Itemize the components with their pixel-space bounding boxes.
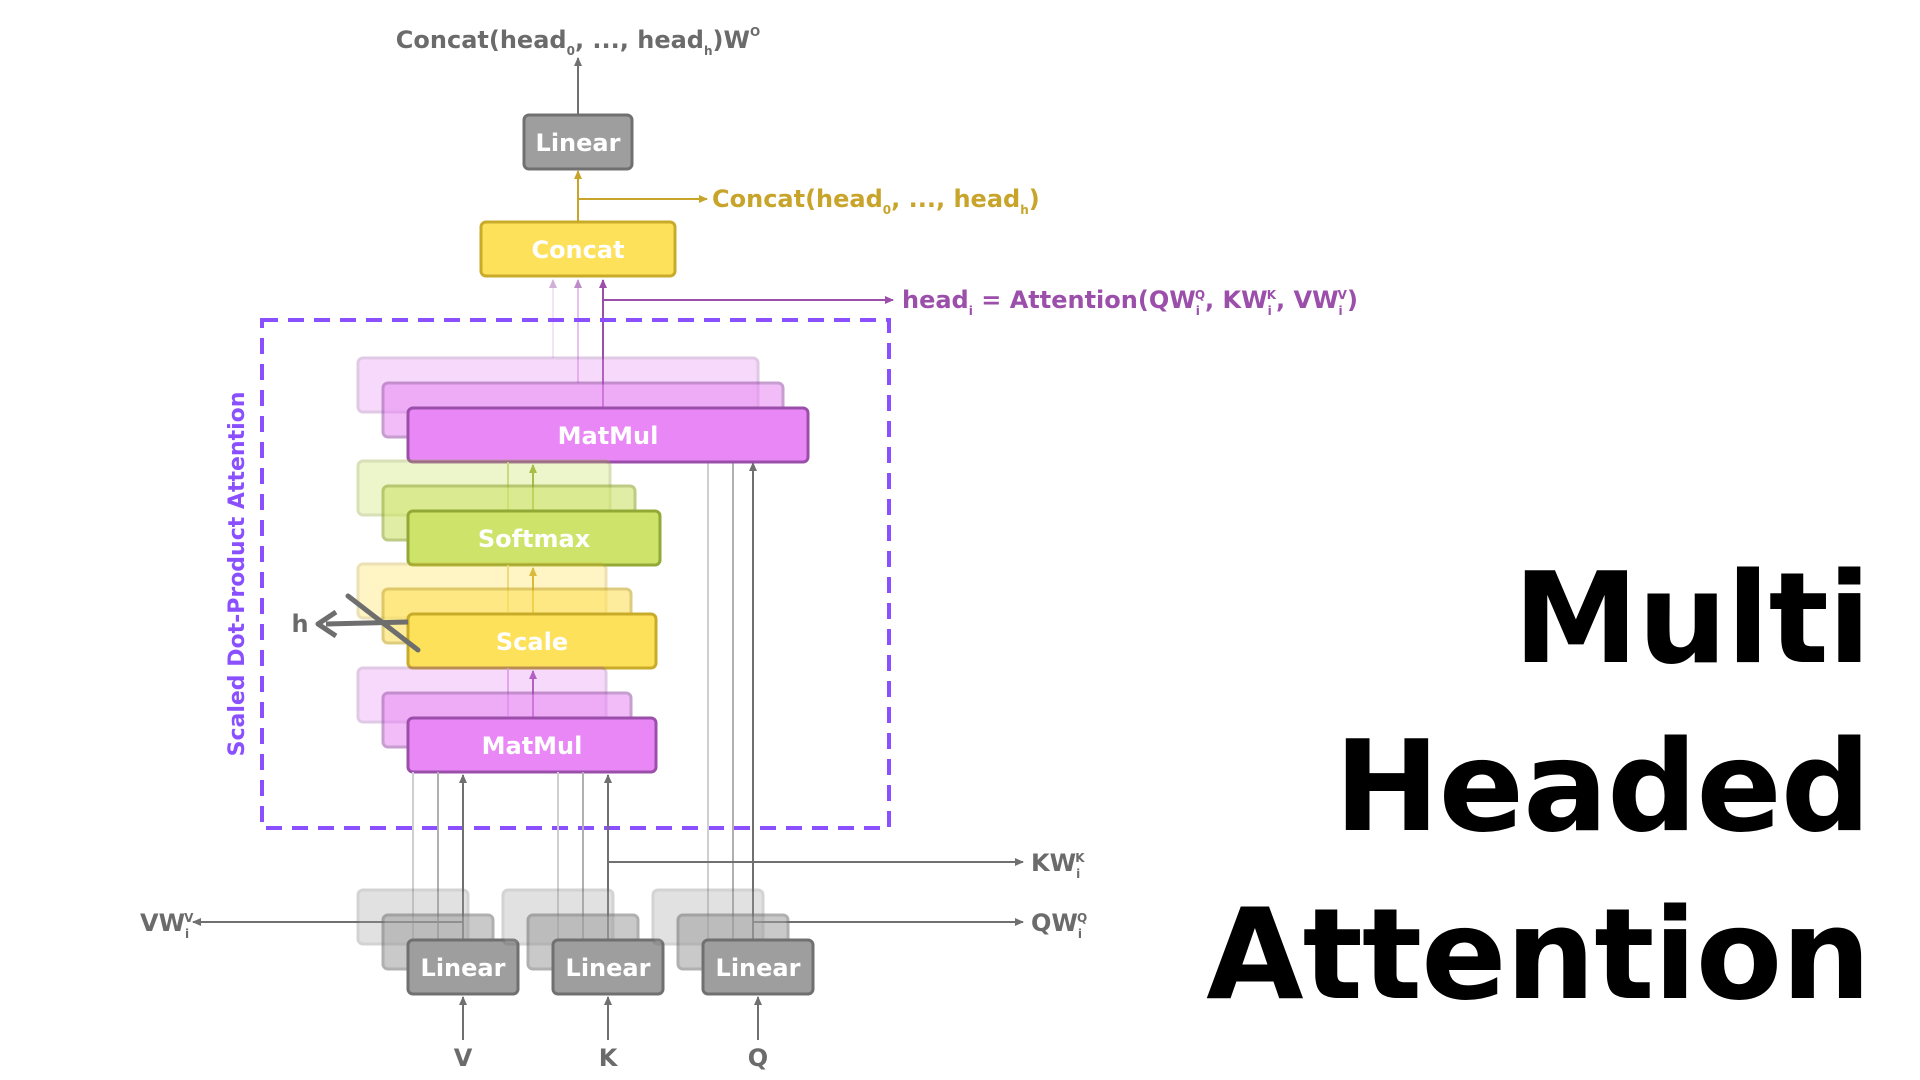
top-matmul-block [406, 406, 810, 464]
softmax-block [406, 509, 662, 567]
linear-q-block [701, 938, 815, 996]
title-line-2: Headed [1334, 713, 1871, 860]
bottom-matmul-block [406, 716, 658, 774]
concat-block-label: Concat [531, 236, 624, 264]
top-linear-label: Linear [536, 129, 621, 157]
top-matmul-label: MatMul [558, 422, 659, 450]
concat-block [479, 220, 677, 278]
linear-v-block [406, 938, 520, 996]
attention-dashed-box [260, 318, 891, 830]
concat-label: Concat(head0, ..., headh) [712, 185, 1040, 217]
top-linear-block [522, 113, 634, 171]
linear-k-block [551, 938, 665, 996]
scale-label: Scale [496, 628, 568, 656]
slide-title: Multi Headed Attention [1090, 535, 1871, 1039]
title-line-1: Multi [1513, 545, 1871, 692]
vw-label: VWiV [140, 909, 194, 941]
linear-q-label: Linear [716, 954, 801, 982]
h-stack-arrow [325, 619, 409, 627]
title-line-3: Attention [1206, 881, 1871, 1028]
h-stack-arrowhead [315, 609, 338, 639]
input-q-label: Q [748, 1044, 768, 1072]
bottom-matmul-label: MatMul [482, 732, 583, 760]
linear-k-label: Linear [566, 954, 651, 982]
kw-label: KWiK [1031, 849, 1085, 881]
linear-v-label: Linear [421, 954, 506, 982]
softmax-label: Softmax [478, 525, 591, 553]
head-formula-label: headi = Attention(QWiQ, KWiK, VWiV) [902, 286, 1358, 318]
attention-box-label: Scaled Dot-Product Attention [225, 392, 250, 757]
qw-label: QWiQ [1031, 909, 1087, 941]
multi-head-attention-diagram: Concat(head0, ..., headh)WO Linear Conca… [140, 25, 1358, 1072]
input-k-label: K [599, 1044, 619, 1072]
h-count-label: h [291, 610, 308, 638]
input-v-label: V [454, 1044, 473, 1072]
output-label: Concat(head0, ..., headh)WO [396, 25, 760, 58]
